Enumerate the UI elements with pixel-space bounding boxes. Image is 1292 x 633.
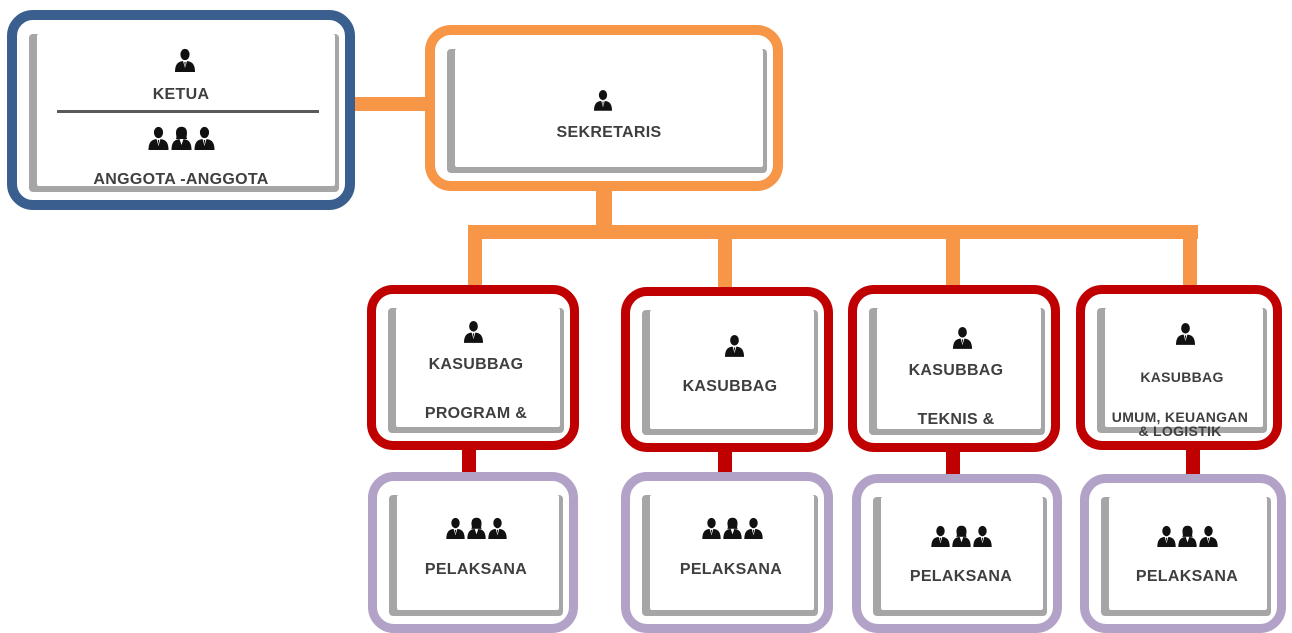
subdivision-title: KASUBBAG: [428, 356, 524, 373]
connector-drop-1: [468, 225, 482, 290]
card-face: [881, 497, 1043, 610]
subdivision-title: KASUBBAG: [1140, 369, 1224, 385]
person-suit-icon: [953, 326, 972, 349]
card-face: [1109, 497, 1267, 610]
person-suit-icon: [1176, 322, 1195, 345]
secretary-title: SEKRETARIS: [556, 124, 662, 141]
person-suit-icon: [464, 320, 483, 343]
staff-label: PELAKSANA: [679, 561, 783, 578]
connector-secretary-down: [596, 183, 612, 233]
card-face: [397, 495, 559, 610]
people-group-icon: [1097, 525, 1277, 547]
subdivision-box-1: KASUBBAG PROGRAM &: [367, 285, 579, 450]
staff-label: PELAKSANA: [909, 568, 1013, 585]
staff-box-4: PELAKSANA: [1080, 474, 1286, 633]
staff-box-2: PELAKSANA: [621, 472, 833, 633]
person-suit-icon: [725, 334, 744, 357]
connector-drop-4: [1183, 225, 1197, 290]
subdivision-box-4: KASUBBAG UMUM, KEUANGAN & LOGISTIK: [1076, 285, 1282, 450]
people-group-icon: [383, 517, 569, 539]
chair-box: KETUA ANGGOTA -ANGGOTA: [7, 10, 355, 210]
connector-drop-3: [946, 225, 960, 295]
staff-label: PELAKSANA: [424, 561, 528, 578]
person-suit-icon: [175, 48, 195, 72]
card-face: [396, 308, 560, 427]
staff-label: PELAKSANA: [1135, 568, 1239, 585]
people-group-icon: [17, 126, 345, 150]
people-group-icon: [869, 525, 1053, 547]
connector-red-1: [462, 440, 476, 480]
members-label: ANGGOTA -ANGGOTA: [93, 171, 269, 188]
subdivision-subtitle: UMUM, KEUANGAN & LOGISTIK: [1111, 409, 1249, 439]
divider: [57, 110, 319, 113]
card-face: [650, 310, 814, 429]
chair-title: KETUA: [152, 86, 210, 103]
people-group-icon: [640, 517, 824, 539]
subdivision-title: KASUBBAG: [908, 362, 1004, 379]
subdivision-subtitle: TEKNIS &: [917, 411, 995, 428]
connector-chair-secretary: [350, 97, 430, 111]
card-face: [877, 308, 1041, 429]
subdivision-subtitle: PROGRAM &: [424, 405, 528, 422]
staff-box-1: PELAKSANA: [368, 472, 578, 633]
subdivision-box-2: KASUBBAG: [621, 287, 833, 452]
secretary-box: SEKRETARIS: [425, 25, 783, 191]
person-suit-icon: [594, 89, 612, 111]
subdivision-title: KASUBBAG: [682, 378, 778, 395]
connector-horizontal-bar: [468, 225, 1198, 239]
connector-red-4: [1186, 440, 1200, 485]
subdivision-box-3: KASUBBAG TEKNIS &: [848, 285, 1060, 452]
card-face: [650, 495, 814, 610]
connector-drop-2: [718, 225, 732, 295]
staff-box-3: PELAKSANA: [852, 474, 1062, 633]
